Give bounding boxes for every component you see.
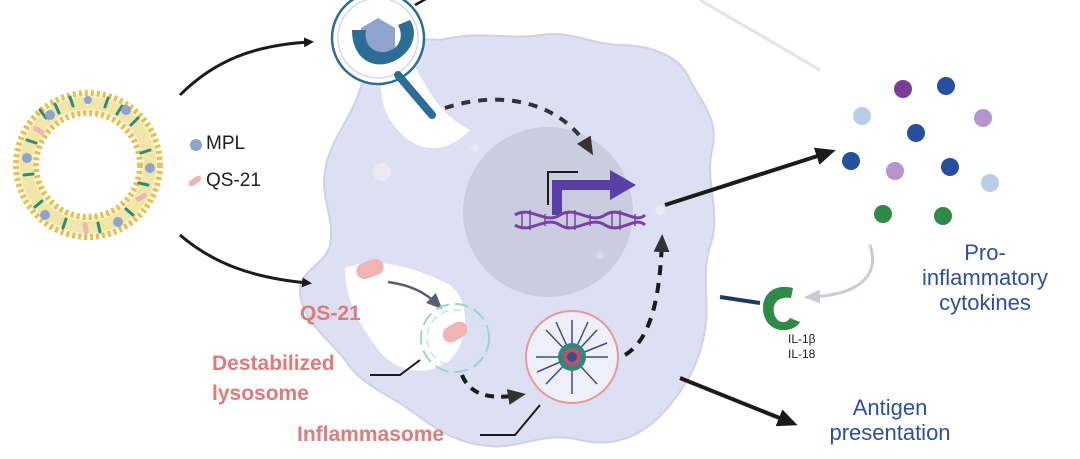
cytokine-icon [842,77,999,225]
legend-qs21-label: QS-21 [206,170,261,191]
arrow-inflammasome-up [623,234,670,357]
feedback-arrow [804,244,874,304]
qs21-molecule [356,258,384,280]
arrow-to-endosome [179,233,312,288]
antigen-label-line1: Antigen [852,395,928,420]
signal-arrow-nucleus [444,97,594,156]
gene-transcription-icon [514,170,647,230]
lysosome-icon [420,303,490,373]
arrow-to-inflammasome [460,374,526,405]
background-line [699,0,821,72]
mpl-legend-icon [190,139,202,151]
interleukin-label: IL-1β IL-18 [788,332,816,362]
destabilized-label: Destabilized [212,352,335,375]
inflammasome-icon [525,310,619,404]
qs21-label: QS-21 [300,302,361,325]
il-receptor-icon [719,286,800,331]
antigen-label-line2: presentation [829,420,951,445]
qs21-legend-icon [188,175,202,187]
arrow-to-tlr4 [178,37,314,97]
nucleus [463,127,633,297]
cytokines-label-line2: inflammatory [922,265,1048,290]
antigen-presentation-label: Antigen presentation [800,395,980,445]
lysosome-label: lysosome [212,382,309,405]
immune-cell [298,30,716,448]
arrow-antigen-presentation [679,376,798,427]
inflammasome-label: Inflammasome [297,423,445,446]
tlr4-receptor-icon [330,0,436,119]
il1b-label: IL-1β [788,332,816,346]
legend-mpl-label: MPL [206,133,246,154]
arrow-to-cytokines [664,147,836,207]
liposome-icon [13,90,163,240]
leader-lysosome [370,359,421,376]
qs21-entry-arrow [387,280,443,310]
leader-inflammasome [480,404,541,436]
il18-label: IL-18 [788,347,816,361]
cytokines-label-line3: cytokines [939,290,1031,315]
cytokines-label: Pro- inflammatory cytokines [900,240,1070,315]
cytokines-label-line1: Pro- [964,240,1006,265]
